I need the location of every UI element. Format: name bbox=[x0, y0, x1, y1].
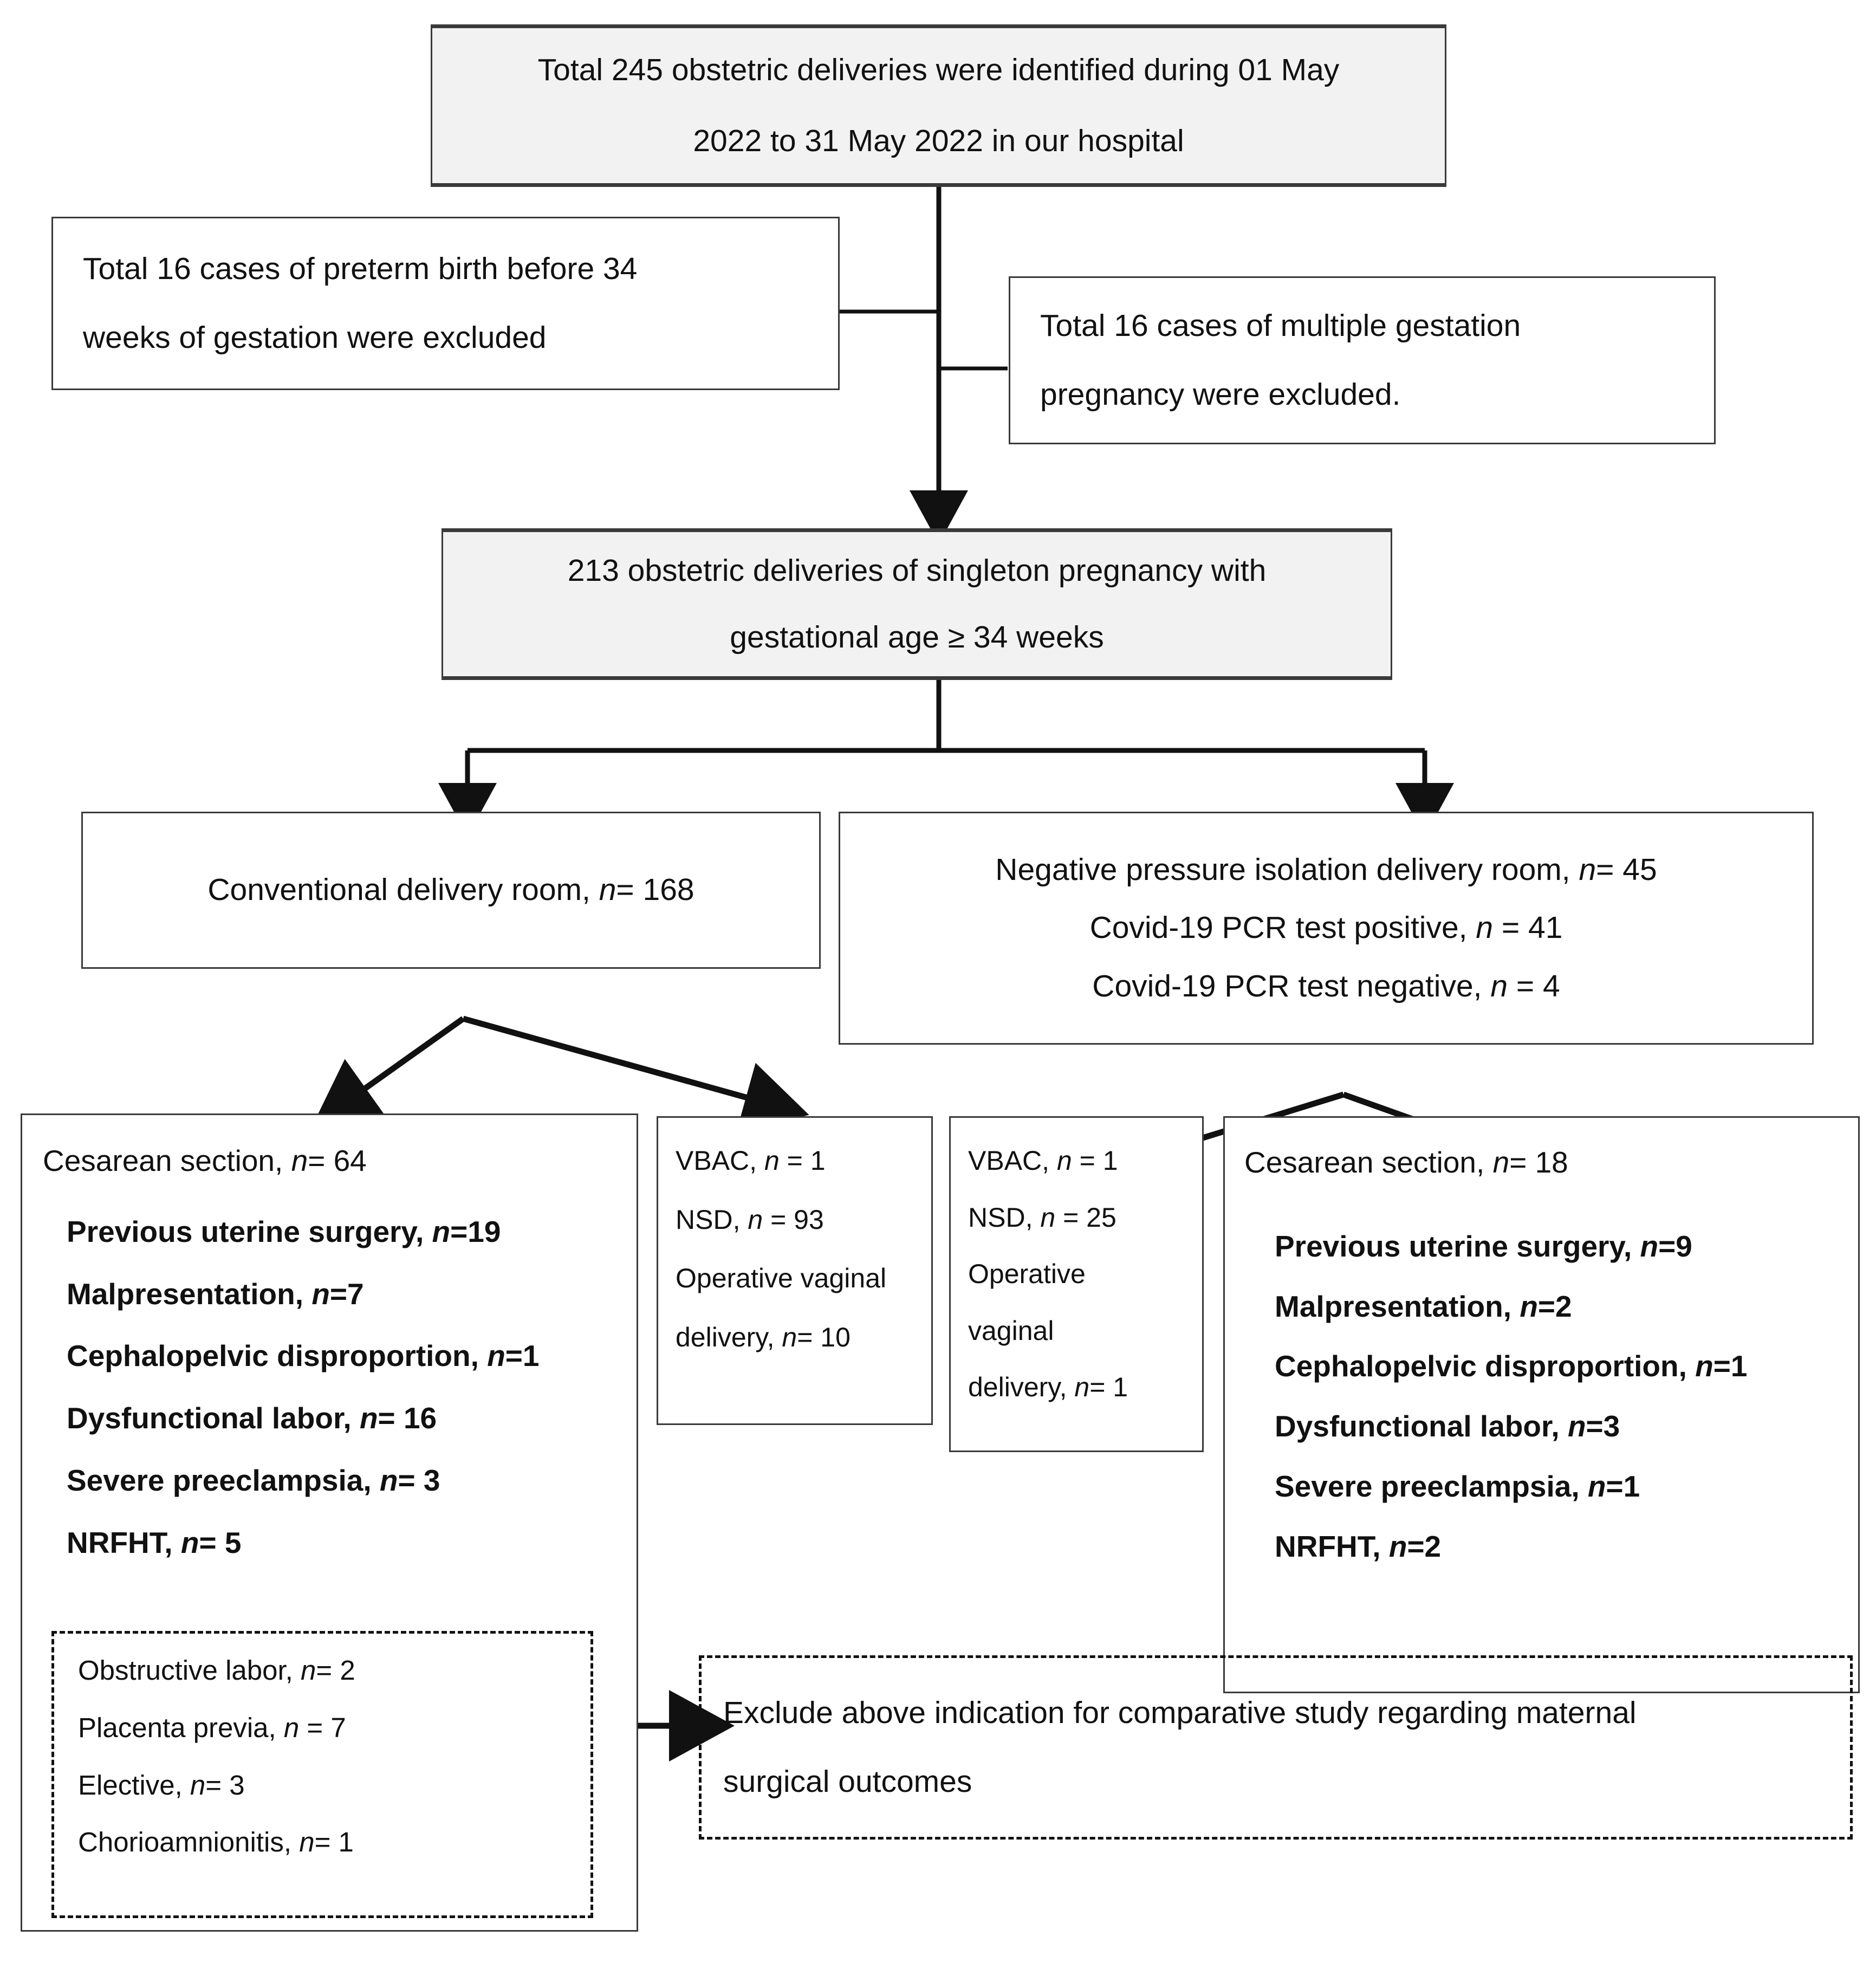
vaginal-right-line: VBAC, n = 1 bbox=[968, 1145, 1118, 1176]
node-vaginal-right: VBAC, n = 1 NSD, n = 25 Operative vagina… bbox=[949, 1116, 1204, 1452]
node-excluded-indications: Obstructive labor, n= 2 Placenta previa,… bbox=[51, 1631, 593, 1918]
node-singleton-deliveries: 213 obstetric deliveries of singleton pr… bbox=[442, 528, 1392, 680]
exclude-multiple-line2: pregnancy were excluded. bbox=[1040, 377, 1401, 412]
vaginal-left-line: VBAC, n = 1 bbox=[676, 1145, 826, 1176]
excluded-indication: Placenta previa, n = 7 bbox=[78, 1712, 346, 1743]
cesarean-left-indication: Previous uterine surgery, n=19 bbox=[67, 1214, 501, 1248]
cesarean-right-indication: NRFHT, n=2 bbox=[1275, 1529, 1442, 1563]
vaginal-right-line: NSD, n = 25 bbox=[968, 1202, 1116, 1233]
vaginal-right-line: delivery, n= 1 bbox=[968, 1372, 1128, 1402]
cesarean-left-indication: Malpresentation, n=7 bbox=[67, 1277, 364, 1311]
arrow-conventional-to-vaginal bbox=[462, 1015, 809, 1132]
node-cesarean-right: Cesarean section, n= 18 Previous uterine… bbox=[1223, 1116, 1860, 1693]
singleton-line2: gestational age ≥ 34 weeks bbox=[730, 620, 1104, 655]
cesarean-left-heading: Cesarean section, n= 64 bbox=[43, 1144, 367, 1177]
cesarean-right-indication: Cephalopelvic disproportion, n=1 bbox=[1275, 1349, 1748, 1383]
conventional-room-line1: Conventional delivery room, n= 168 bbox=[207, 872, 694, 908]
exclude-preterm-line1: Total 16 cases of preterm birth before 3… bbox=[83, 251, 638, 287]
negative-room-line3: Covid-19 PCR test negative, n = 4 bbox=[1092, 968, 1560, 1003]
singleton-line1: 213 obstetric deliveries of singleton pr… bbox=[567, 553, 1267, 588]
node-negative-pressure-delivery-room: Negative pressure isolation delivery roo… bbox=[839, 812, 1814, 1045]
excluded-indication: Elective, n= 3 bbox=[78, 1769, 245, 1801]
vaginal-right-line: Operative bbox=[968, 1259, 1086, 1289]
vaginal-left-line: NSD, n = 93 bbox=[676, 1204, 824, 1235]
vaginal-left-line: delivery, n= 10 bbox=[676, 1322, 851, 1352]
node-conventional-delivery-room: Conventional delivery room, n= 168 bbox=[81, 812, 821, 969]
node-vaginal-left: VBAC, n = 1 NSD, n = 93 Operative vagina… bbox=[657, 1116, 933, 1425]
cesarean-right-heading: Cesarean section, n= 18 bbox=[1244, 1145, 1568, 1179]
total-deliveries-line1: Total 245 obstetric deliveries were iden… bbox=[537, 52, 1340, 87]
node-exclude-multiple: Total 16 cases of multiple gestation pre… bbox=[1009, 276, 1716, 444]
cesarean-right-indication: Dysfunctional labor, n=3 bbox=[1275, 1409, 1620, 1443]
node-cesarean-left: Cesarean section, n= 64 Previous uterine… bbox=[21, 1113, 638, 1932]
arrow-conventional-to-cesarean bbox=[312, 1016, 465, 1126]
exclude-outcomes-line2: surgical outcomes bbox=[723, 1764, 972, 1799]
total-deliveries-line2: 2022 to 31 May 2022 in our hospital bbox=[693, 124, 1184, 158]
vaginal-right-line: vaginal bbox=[968, 1315, 1054, 1346]
negative-room-line1: Negative pressure isolation delivery roo… bbox=[995, 852, 1657, 888]
excluded-indication: Obstructive labor, n= 2 bbox=[78, 1655, 355, 1686]
cesarean-right-indication: Malpresentation, n=2 bbox=[1275, 1289, 1572, 1323]
cesarean-left-indication: Cephalopelvic disproportion, n=1 bbox=[67, 1339, 540, 1373]
cesarean-left-indication: NRFHT, n= 5 bbox=[67, 1525, 242, 1559]
excluded-indication: Chorioamnionitis, n= 1 bbox=[78, 1827, 354, 1858]
cesarean-left-indication: Dysfunctional labor, n= 16 bbox=[67, 1401, 437, 1435]
vaginal-left-line: Operative vaginal bbox=[676, 1263, 887, 1293]
node-exclude-outcomes: Exclude above indication for comparative… bbox=[699, 1655, 1853, 1840]
node-total-deliveries: Total 245 obstetric deliveries were iden… bbox=[431, 24, 1446, 187]
cesarean-left-indication: Severe preeclampsia, n= 3 bbox=[67, 1463, 440, 1497]
cesarean-right-indication: Severe preeclampsia, n=1 bbox=[1275, 1469, 1640, 1503]
exclude-multiple-line1: Total 16 cases of multiple gestation bbox=[1040, 308, 1521, 344]
exclude-preterm-line2: weeks of gestation were excluded bbox=[83, 320, 547, 355]
node-exclude-preterm: Total 16 cases of preterm birth before 3… bbox=[51, 217, 840, 390]
exclude-outcomes-line1: Exclude above indication for comparative… bbox=[723, 1695, 1637, 1730]
negative-room-line2: Covid-19 PCR test positive, n = 41 bbox=[1089, 910, 1563, 946]
cesarean-right-indication: Previous uterine surgery, n=9 bbox=[1275, 1229, 1692, 1263]
